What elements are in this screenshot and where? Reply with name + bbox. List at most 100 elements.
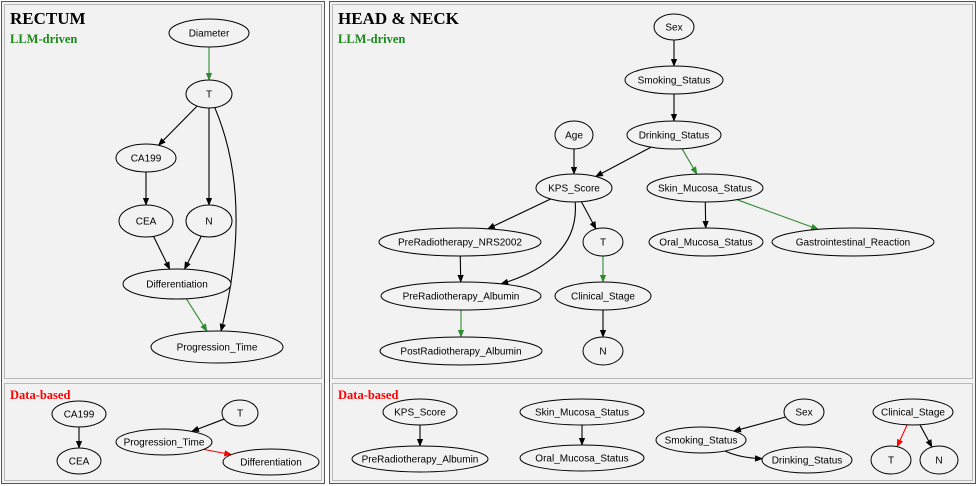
node-label: N bbox=[599, 347, 606, 358]
node-ellipse bbox=[582, 336, 624, 366]
node-ellipse bbox=[535, 173, 613, 203]
node-label: N bbox=[935, 456, 942, 467]
node-label: PreRadiotherapy_Albumin bbox=[362, 455, 479, 466]
edge-h-skin-to-h-gi bbox=[736, 199, 820, 230]
node-rd-diff: Differentiation bbox=[222, 448, 320, 476]
node-h-postalb: PostRadiotherapy_Albumin bbox=[379, 336, 543, 366]
node-label: PreRadiotherapy_NRS2002 bbox=[398, 238, 522, 249]
node-hd-n: N bbox=[919, 445, 959, 475]
node-label: Oral_Mucosa_Status bbox=[659, 238, 752, 249]
edge-rd-prog-to-rd-diff bbox=[203, 448, 233, 457]
node-hd-t: T bbox=[870, 445, 912, 475]
node-ellipse bbox=[150, 330, 284, 364]
edge-h-drink-to-h-skin bbox=[681, 148, 698, 175]
node-ellipse bbox=[351, 445, 489, 473]
edge-rd-t-to-rd-prog bbox=[191, 418, 225, 432]
node-r-n: N bbox=[185, 204, 233, 238]
node-ellipse bbox=[771, 227, 935, 257]
node-label: Gastrointestinal_Reaction bbox=[796, 238, 911, 249]
node-ellipse bbox=[648, 227, 764, 257]
node-ellipse bbox=[185, 79, 233, 109]
node-ellipse bbox=[168, 18, 250, 48]
node-ellipse bbox=[122, 268, 232, 300]
node-label: KPS_Score bbox=[394, 408, 446, 419]
node-ellipse bbox=[653, 13, 695, 41]
edge-hd-smoke-to-hd-drink bbox=[724, 450, 764, 462]
node-r-ca199: CA199 bbox=[115, 143, 177, 173]
edge-h-drink-to-h-kps bbox=[594, 146, 652, 177]
node-ellipse bbox=[380, 281, 542, 311]
edge-hd-clin-to-hd-n bbox=[919, 424, 933, 448]
node-label: Drinking_Status bbox=[639, 131, 710, 142]
node-ellipse bbox=[870, 445, 912, 475]
node-label: Differentiation bbox=[240, 458, 302, 469]
node-ellipse bbox=[118, 204, 174, 238]
node-rd-ca199: CA199 bbox=[51, 400, 107, 428]
node-h-nrs: PreRadiotherapy_NRS2002 bbox=[378, 227, 542, 257]
node-r-cea: CEA bbox=[118, 204, 174, 238]
node-ellipse bbox=[222, 448, 320, 476]
node-label: T bbox=[600, 238, 606, 249]
node-h-kps: KPS_Score bbox=[535, 173, 613, 203]
node-hd-skin: Skin_Mucosa_Status bbox=[519, 398, 645, 426]
edge-h-kps-to-h-prealb bbox=[500, 201, 576, 285]
node-h-clin: Clinical_Stage bbox=[554, 281, 652, 311]
node-ellipse bbox=[554, 281, 652, 311]
node-label: PreRadiotherapy_Albumin bbox=[403, 292, 520, 303]
node-label: T bbox=[888, 456, 894, 467]
node-h-skin: Skin_Mucosa_Status bbox=[646, 173, 764, 203]
node-ellipse bbox=[382, 398, 458, 426]
node-ellipse bbox=[115, 428, 213, 456]
node-label: Smoking_Status bbox=[665, 436, 738, 447]
node-label: Sex bbox=[665, 23, 682, 34]
edge-r-cea-to-r-diff bbox=[153, 236, 171, 270]
llm-driven-label-head-neck: LLM-driven bbox=[338, 32, 405, 46]
panel-title-rectum: RECTUM bbox=[10, 9, 86, 28]
node-ellipse bbox=[919, 445, 959, 475]
node-label: T bbox=[237, 409, 243, 420]
node-label: T bbox=[206, 90, 212, 101]
node-label: CA199 bbox=[131, 154, 162, 165]
node-h-drink: Drinking_Status bbox=[626, 120, 722, 150]
node-label: KPS_Score bbox=[548, 184, 600, 195]
node-label: Age bbox=[565, 131, 583, 142]
node-label: Differentiation bbox=[146, 280, 208, 291]
node-ellipse bbox=[519, 398, 645, 426]
node-ellipse bbox=[783, 398, 825, 426]
node-rd-prog: Progression_Time bbox=[115, 428, 213, 456]
edges-layer bbox=[75, 40, 933, 462]
node-r-t: T bbox=[185, 79, 233, 109]
node-h-sex: Sex bbox=[653, 13, 695, 41]
node-ellipse bbox=[872, 398, 954, 426]
node-ellipse bbox=[582, 227, 624, 257]
node-hd-sex: Sex bbox=[783, 398, 825, 426]
node-label: Progression_Time bbox=[124, 438, 205, 449]
node-label: Sex bbox=[795, 408, 812, 419]
node-label: CA199 bbox=[64, 410, 95, 421]
node-h-smoke: Smoking_Status bbox=[624, 65, 724, 95]
node-ellipse bbox=[761, 446, 853, 474]
node-ellipse bbox=[655, 426, 747, 454]
node-label: Diameter bbox=[189, 29, 230, 40]
node-rd-t: T bbox=[221, 399, 259, 427]
node-ellipse bbox=[51, 400, 107, 428]
node-ellipse bbox=[626, 120, 722, 150]
node-label: Smoking_Status bbox=[638, 76, 711, 87]
node-ellipse bbox=[378, 227, 542, 257]
node-hd-oral: Oral_Mucosa_Status bbox=[519, 444, 645, 472]
node-hd-drink: Drinking_Status bbox=[761, 446, 853, 474]
node-h-prealb: PreRadiotherapy_Albumin bbox=[380, 281, 542, 311]
edge-hd-sex-to-hd-smoke bbox=[733, 416, 786, 433]
edge-hd-clin-to-hd-t bbox=[896, 424, 908, 448]
llm-driven-label-rectum: LLM-driven bbox=[10, 32, 77, 46]
edge-r-diff-to-r-prog bbox=[185, 298, 208, 332]
node-hd-prealb: PreRadiotherapy_Albumin bbox=[351, 445, 489, 473]
data-based-label-head-neck: Data-based bbox=[338, 388, 398, 402]
node-h-age: Age bbox=[554, 120, 594, 150]
node-ellipse bbox=[624, 65, 724, 95]
node-hd-smoke: Smoking_Status bbox=[655, 426, 747, 454]
node-ellipse bbox=[115, 143, 177, 173]
node-hd-clin: Clinical_Stage bbox=[872, 398, 954, 426]
